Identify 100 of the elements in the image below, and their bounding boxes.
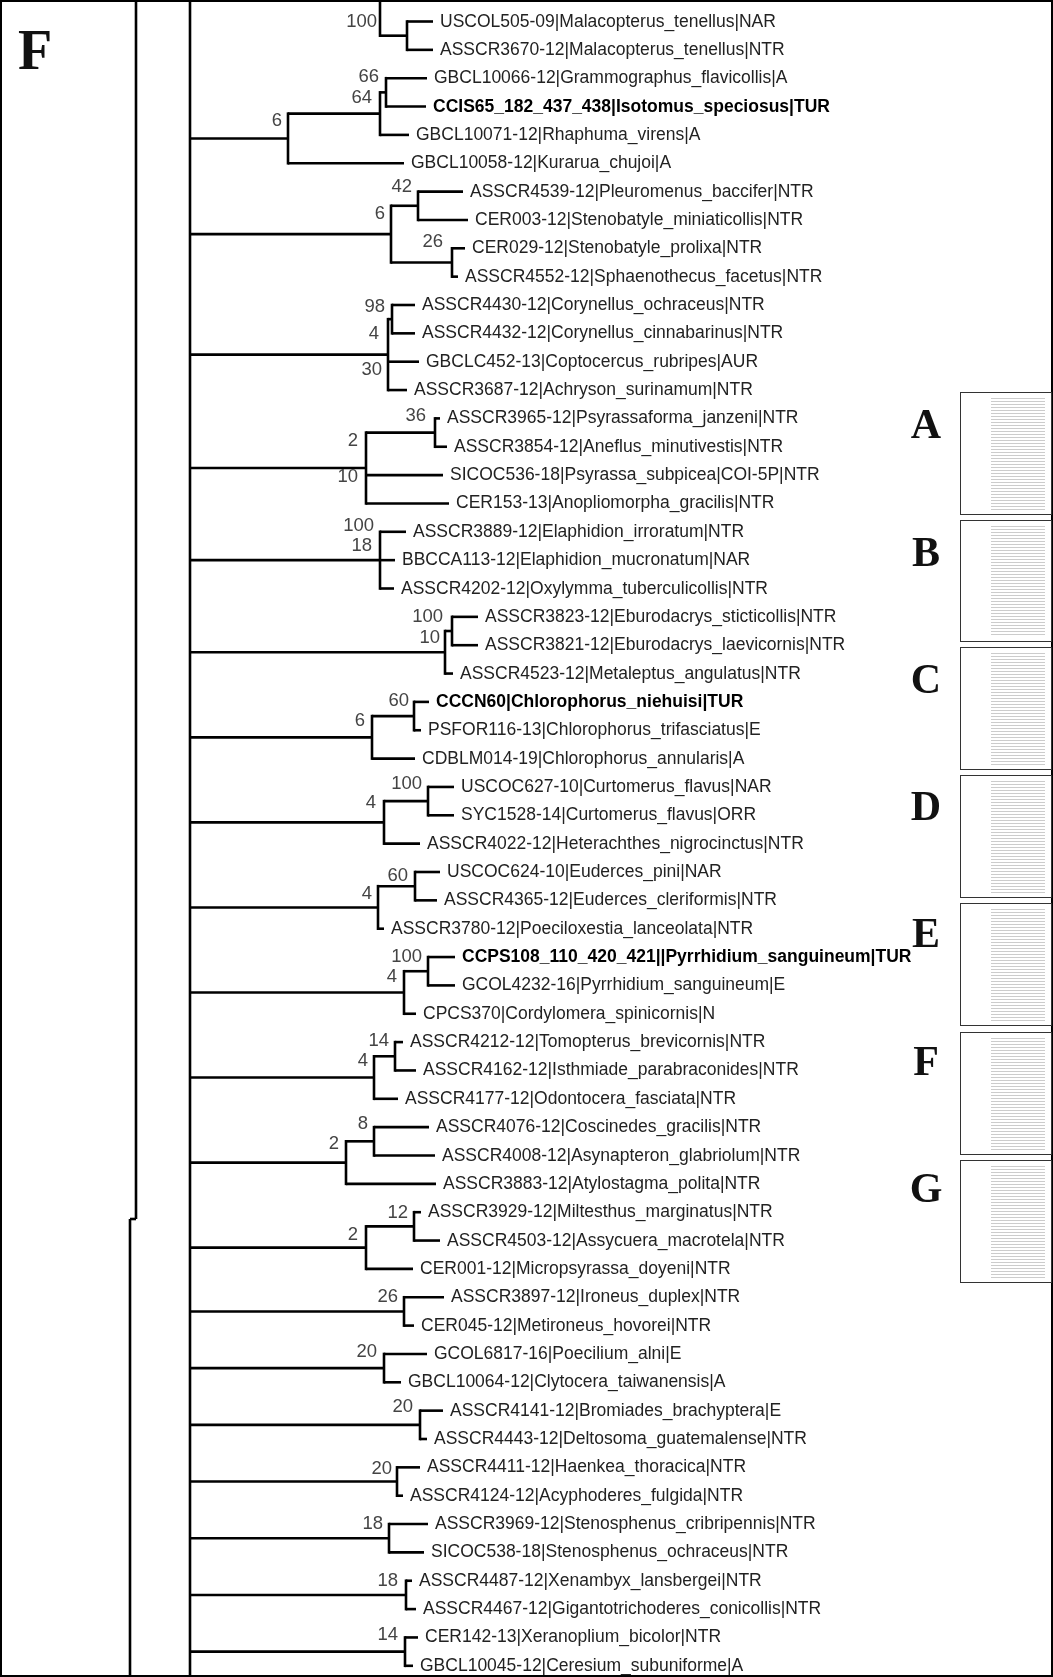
bootstrap-value: 6 [374, 203, 385, 223]
taxon-label: ASSCR3965-12|Psyrassaforma_janzeni|NTR [447, 409, 799, 428]
taxon-label: GBCL10071-12|Rhaphuma_virens|A [416, 126, 701, 144]
bootstrap-value: 98 [364, 296, 385, 316]
bootstrap-value: 20 [392, 1396, 413, 1416]
taxon-label: ASSCR3897-12|Ironeus_duplex|NTR [451, 1288, 741, 1306]
bootstrap-value: 100 [412, 606, 443, 626]
panel-letter: D [910, 785, 942, 827]
bootstrap-value: 64 [351, 87, 372, 107]
panel-letter: F [17, 22, 53, 78]
taxon-label: BBCCA113-12|Elaphidion_mucronatum|NAR [402, 551, 751, 569]
taxon-label: ASSCR4212-12|Tomopterus_brevicornis|NTR [410, 1033, 766, 1051]
panel-letter: G [909, 1167, 943, 1209]
bootstrap-value: 2 [347, 1224, 358, 1244]
bootstrap-value: 4 [368, 323, 379, 343]
bootstrap-value: 10 [337, 466, 358, 486]
bootstrap-value: 14 [368, 1030, 389, 1050]
taxon-label: ASSCR3854-12|Aneflus_minutivestis|NTR [454, 438, 784, 456]
taxon-label: ASSCR4467-12|Gigantotrichoderes_conicollis|NTR [423, 1600, 822, 1618]
bootstrap-value: 100 [343, 515, 374, 535]
taxon-label: ASSCR3670-12|Malacopterus_tenellus|NTR [440, 41, 785, 59]
bootstrap-value: 6 [271, 110, 282, 130]
bootstrap-value: 14 [377, 1624, 398, 1644]
taxon-label: ASSCR3929-12|Miltesthus_marginatus|NTR [428, 1203, 773, 1221]
bootstrap-value: 2 [328, 1133, 339, 1153]
taxon-label: ASSCR4503-12|Assycuera_macrotela|NTR [447, 1231, 785, 1250]
bootstrap-value: 18 [377, 1570, 398, 1590]
taxon-label: SYC1528-14|Curtomerus_flavus|ORR [461, 806, 757, 825]
bootstrap-value: 30 [361, 359, 382, 379]
taxon-label: CPCS370|Cordylomera_spinicornis|N [423, 1005, 716, 1023]
taxon-label: ASSCR4177-12|Odontocera_fasciata|NTR [405, 1090, 737, 1108]
bootstrap-value: 60 [388, 690, 409, 710]
taxon-label: ASSCR3687-12|Achryson_surinamum|NTR [414, 381, 753, 399]
bootstrap-value: 10 [419, 627, 440, 647]
bootstrap-value: 4 [365, 792, 376, 812]
taxon-label: ASSCR3821-12|Eburodacrys_laevicornis|NTR [485, 636, 846, 654]
taxon-label: PSFOR116-13|Chlorophorus_trifasciatus|E [428, 721, 761, 739]
taxon-label: ASSCR4141-12|Bromiades_brachyptera|E [450, 1401, 782, 1420]
taxon-label: CCCN60|Chlorophorus_niehuisi|TUR [436, 693, 744, 711]
taxon-label: ASSCR3883-12|Atylostagma_polita|NTR [443, 1175, 761, 1193]
taxon-label: GBCL10064-12|Clytocera_taiwanensis|A [408, 1373, 726, 1392]
taxon-label: GBCL10066-12|Grammographus_flavicollis|A [434, 69, 788, 87]
panel-letter: A [910, 403, 942, 445]
bootstrap-value: 42 [391, 176, 412, 196]
taxon-label: ASSCR4124-12|Acyphoderes_fulgida|NTR [410, 1486, 744, 1505]
taxon-label: USCOC627-10|Curtomerus_flavus|NAR [461, 778, 772, 796]
bootstrap-value: 2 [347, 430, 358, 450]
bootstrap-value: 8 [357, 1113, 368, 1133]
taxon-label: ASSCR4411-12|Haenkea_thoracica|NTR [427, 1458, 747, 1477]
taxon-label: ASSCR3823-12|Eburodacrys_sticticollis|NTR [485, 608, 837, 626]
bootstrap-value: 26 [377, 1286, 398, 1306]
bootstrap-value: 18 [362, 1513, 383, 1533]
taxon-label: CER029-12|Stenobatyle_prolixa|NTR [472, 239, 763, 258]
bootstrap-value: 26 [422, 231, 443, 251]
taxon-label: ASSCR4430-12|Corynellus_ochraceus|NTR [422, 296, 765, 314]
taxon-label: GBCL10045-12|Ceresium_subuniforme|A [420, 1657, 744, 1675]
taxon-label: ASSCR4539-12|Pleuromenus_baccifer|NTR [470, 182, 814, 201]
panel-letter: F [913, 1040, 939, 1082]
taxon-label: ASSCR4162-12|Isthmiade_parabraconides|NTR [423, 1061, 799, 1080]
taxon-label: CER142-13|Xeranoplium_bicolor|NTR [425, 1628, 722, 1647]
bootstrap-value: 20 [356, 1341, 377, 1361]
taxon-label: ASSCR4443-12|Deltosoma_guatemalense|NTR [434, 1430, 807, 1448]
taxon-label: SICOC538-18|Stenosphenus_ochraceus|NTR [431, 1543, 789, 1562]
panel-letter: E [912, 912, 940, 954]
taxon-label: GBCL10058-12|Kurarua_chujoi|A [411, 154, 672, 172]
taxon-label: CER153-13|Anopliomorpha_gracilis|NTR [456, 494, 775, 513]
bootstrap-value: 100 [391, 946, 422, 966]
bootstrap-value: 100 [391, 773, 422, 793]
taxon-label: CER045-12|Metironeus_hovorei|NTR [421, 1316, 712, 1335]
taxon-label: GBCLC452-13|Coptocercus_rubripes|AUR [426, 352, 759, 371]
bootstrap-value: 20 [371, 1458, 392, 1478]
taxon-label: CCIS65_182_437_438|Isotomus_speciosus|TUR [433, 97, 830, 116]
bootstrap-value: 18 [351, 535, 372, 555]
panel-letter: B [912, 531, 940, 573]
taxon-label: ASSCR4022-12|Heterachthes_nigrocinctus|NTR [427, 834, 804, 853]
taxon-label: CER001-12|Micropsyrassa_doyeni|NTR [420, 1260, 731, 1278]
taxon-label: GCOL6817-16|Poecilium_alni|E [434, 1345, 682, 1363]
taxon-label: ASSCR4202-12|Oxylymma_tuberculicollis|NTR [401, 579, 768, 598]
taxon-label: SICOC536-18|Psyrassa_subpicea|COI-5P|NTR [450, 466, 820, 484]
taxon-label: ASSCR4365-12|Euderces_cleriformis|NTR [444, 891, 777, 910]
bootstrap-value: 4 [361, 883, 372, 903]
taxon-label: ASSCR4008-12|Asynapteron_glabriolum|NTR [442, 1146, 801, 1165]
taxon-label: ASSCR3889-12|Elaphidion_irroratum|NTR [413, 523, 745, 541]
panel-letter: C [910, 658, 942, 700]
bootstrap-value: 4 [357, 1050, 368, 1070]
taxon-label: CCPS108_110_420_421||Pyrrhidium_sanguineum|TUR [462, 948, 912, 966]
taxon-label: USCOC624-10|Euderces_pini|NAR [447, 863, 722, 881]
taxon-label: CER003-12|Stenobatyle_miniaticollis|NTR [475, 211, 804, 229]
taxon-label: ASSCR3969-12|Stenosphenus_cribripennis|NTR [435, 1515, 816, 1533]
taxon-label: ASSCR3780-12|Poeciloxestia_lanceolata|NTR [391, 919, 754, 938]
taxon-label: GCOL4232-16|Pyrrhidium_sanguineum|E [462, 976, 786, 995]
bootstrap-value: 36 [405, 405, 426, 425]
bootstrap-value: 6 [354, 710, 365, 730]
taxon-label: CDBLM014-19|Chlorophorus_annularis|A [422, 749, 745, 768]
bootstrap-value: 60 [387, 865, 408, 885]
taxon-label: ASSCR4432-12|Corynellus_cinnabarinus|NTR [422, 324, 784, 343]
bootstrap-value: 4 [386, 966, 397, 986]
taxon-label: ASSCR4552-12|Sphaenothecus_facetus|NTR [465, 267, 823, 286]
taxon-label: ASSCR4487-12|Xenambyx_lansbergei|NTR [419, 1572, 762, 1590]
bootstrap-value: 66 [358, 66, 379, 86]
